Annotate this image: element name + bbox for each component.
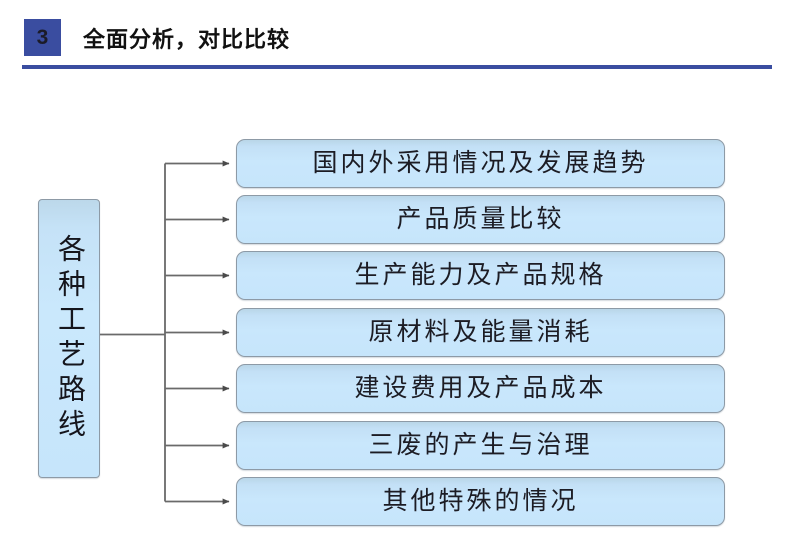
branch-node-1[interactable]: 国内外采用情况及发展趋势 (236, 139, 725, 188)
branch-node-2[interactable]: 产品质量比较 (236, 195, 725, 244)
root-node-label: 各种工艺路线 (54, 233, 85, 444)
branch-node-label: 建设费用及产品成本 (354, 375, 607, 402)
page-title: 全面分析，对比比较 (83, 27, 291, 52)
branch-node-3[interactable]: 生产能力及产品规格 (236, 251, 725, 300)
branch-node-7[interactable]: 其他特殊的情况 (236, 477, 725, 526)
branch-node-label: 生产能力及产品规格 (354, 262, 607, 289)
root-node[interactable]: 各种工艺路线 (38, 199, 100, 478)
branch-node-label: 三废的产生与治理 (368, 432, 593, 459)
branch-node-label: 原材料及能量消耗 (368, 319, 593, 346)
section-number-label: 3 (36, 26, 49, 49)
branch-node-label: 国内外采用情况及发展趋势 (312, 150, 649, 177)
section-number-badge: 3 (24, 19, 61, 56)
branch-node-label: 产品质量比较 (396, 206, 565, 233)
branch-node-6[interactable]: 三废的产生与治理 (236, 421, 725, 470)
branch-node-label: 其他特殊的情况 (382, 488, 579, 515)
branch-node-5[interactable]: 建设费用及产品成本 (236, 364, 725, 413)
branch-node-4[interactable]: 原材料及能量消耗 (236, 308, 725, 357)
header-divider (22, 65, 772, 69)
